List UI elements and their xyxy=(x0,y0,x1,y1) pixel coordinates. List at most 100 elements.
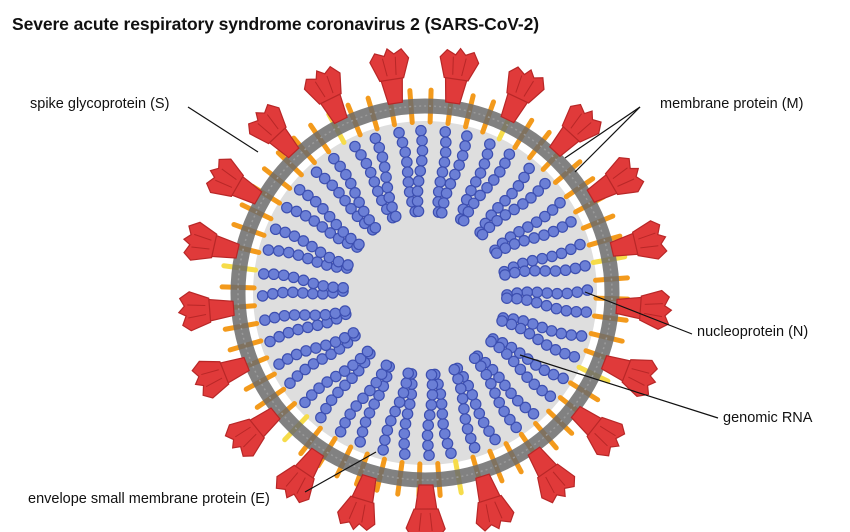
nucleoprotein-bead xyxy=(340,168,352,181)
spike-head xyxy=(631,220,668,260)
spike-glycoprotein xyxy=(586,156,645,203)
nucleoprotein-bead xyxy=(324,227,337,239)
nucleoprotein-bead xyxy=(541,287,553,299)
nucleoprotein-bead xyxy=(400,377,413,389)
spike-stalk xyxy=(615,296,644,320)
label-nucleoprotein: nucleoprotein (N) xyxy=(697,324,809,340)
nucleoprotein-bead xyxy=(330,218,343,231)
nucleoprotein-bead xyxy=(549,265,562,277)
nucleoprotein-bead xyxy=(501,292,513,304)
spike-detail xyxy=(381,58,388,77)
nucleoprotein-bead xyxy=(422,439,434,452)
nucleoprotein-bead xyxy=(353,238,365,251)
spike-detail xyxy=(361,504,366,523)
nucleoprotein-bead xyxy=(398,438,410,450)
spike-detail xyxy=(570,113,582,129)
nucleoprotein-bead xyxy=(297,287,309,299)
nucleoprotein-bead xyxy=(282,326,295,339)
nucleoprotein-bead xyxy=(547,225,560,238)
nucleoprotein-bead xyxy=(457,214,470,227)
spike-glycoprotein xyxy=(570,405,626,457)
spike-detail xyxy=(617,178,635,187)
nucleoprotein-bead xyxy=(313,382,325,394)
nucleoprotein-bead xyxy=(436,408,449,420)
nucleoprotein-bead xyxy=(481,148,494,160)
nucleoprotein-bead xyxy=(306,240,318,253)
nucleoprotein-bead xyxy=(311,256,323,268)
spike-detail xyxy=(266,114,279,130)
nucleoprotein-bead xyxy=(363,407,376,419)
nucleoprotein-bead xyxy=(381,181,394,194)
nucleoprotein-bead xyxy=(288,309,301,321)
nucleoprotein-bead xyxy=(284,377,296,390)
spike-head xyxy=(303,65,342,105)
nucleoprotein-bead xyxy=(416,144,429,157)
nucleoprotein-bead xyxy=(310,166,323,178)
spike-detail xyxy=(640,245,659,249)
nucleoprotein-bead xyxy=(416,134,428,147)
nucleoprotein-bead xyxy=(375,368,388,380)
nucleoprotein-bead xyxy=(315,411,327,424)
nucleoprotein-bead xyxy=(378,161,391,173)
label-genomic-rna: genomic RNA xyxy=(723,410,813,426)
nucleoprotein-bead xyxy=(494,166,506,178)
nucleoprotein-bead xyxy=(493,341,505,354)
nucleoprotein-bead xyxy=(342,259,354,271)
nucleoprotein-bead xyxy=(540,339,553,351)
spike-detail xyxy=(628,376,645,386)
nucleoprotein-bead xyxy=(355,149,367,161)
spike-detail xyxy=(418,512,422,532)
nucleoprotein-bead xyxy=(354,352,367,365)
nucleoprotein-bead xyxy=(437,418,449,430)
nucleoprotein-bead xyxy=(318,172,331,185)
spike-head xyxy=(506,66,545,104)
nucleoprotein-bead xyxy=(423,449,435,462)
nucleoprotein-bead xyxy=(266,288,279,300)
spike-head xyxy=(248,103,287,145)
spike-glycoprotein xyxy=(205,158,263,205)
nucleoprotein-bead xyxy=(287,286,299,299)
nucleoprotein-bead xyxy=(477,416,490,429)
nucleoprotein-bead xyxy=(377,444,389,456)
spike-detail xyxy=(215,179,233,188)
nucleoprotein-bead xyxy=(521,221,534,233)
nucleoprotein-bead xyxy=(299,363,311,376)
nucleoprotein-bead xyxy=(523,327,536,340)
nucleoprotein-bead xyxy=(468,352,481,365)
nucleoprotein-bead xyxy=(546,250,558,263)
nucleoprotein-bead xyxy=(415,154,428,167)
nucleoprotein-bead xyxy=(559,264,572,277)
nucleoprotein-bead xyxy=(512,180,525,192)
nucleoprotein-bead xyxy=(499,209,512,221)
spike-group xyxy=(177,47,673,532)
nucleoprotein-bead xyxy=(422,419,435,432)
spike-glycoprotein xyxy=(405,484,446,532)
nucleoprotein-bead xyxy=(449,168,461,181)
label-leader-lines xyxy=(187,106,719,493)
spike-glycoprotein xyxy=(248,103,300,159)
nucleoprotein-bead xyxy=(301,321,314,334)
nucleoprotein-bead xyxy=(507,355,520,368)
nucleoprotein-bead xyxy=(323,210,336,223)
nucleoprotein-bead xyxy=(493,396,506,409)
nucleoprotein-bead xyxy=(344,408,356,420)
nucleoprotein-bead xyxy=(300,345,312,357)
nucleoprotein-bead xyxy=(580,306,593,318)
nucleoprotein-bead xyxy=(539,177,551,190)
nucleoprotein-bead xyxy=(464,432,477,445)
nucleoprotein-bead xyxy=(414,165,427,177)
spike-head xyxy=(639,289,673,331)
nucleoprotein-bead xyxy=(262,244,275,256)
spike-detail xyxy=(348,501,357,519)
nucleoprotein-bead xyxy=(338,365,351,377)
nucleoprotein-bead xyxy=(379,434,391,446)
nucleoprotein-bead xyxy=(426,388,439,401)
nucleoprotein-bead xyxy=(538,229,550,241)
nucleoprotein-bead xyxy=(376,151,389,163)
nucleoprotein-bead xyxy=(510,421,522,434)
nucleoprotein-bead xyxy=(268,311,281,324)
nucleoprotein-bead xyxy=(476,228,489,241)
nucleoprotein-bead xyxy=(333,186,345,199)
nucleoprotein-bead xyxy=(459,140,471,152)
spike-detail xyxy=(429,512,433,532)
